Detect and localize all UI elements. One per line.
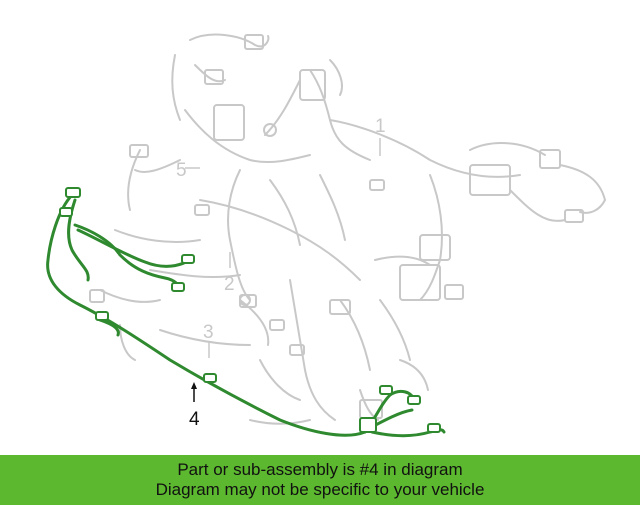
callout-1: 1 <box>375 116 386 137</box>
callout-3: 3 <box>203 322 214 343</box>
info-banner: Part or sub-assembly is #4 in diagram Di… <box>0 455 640 505</box>
highlighted-connectors[interactable] <box>59 187 441 433</box>
banner-line-part-number: Part or sub-assembly is #4 in diagram <box>177 460 463 479</box>
wiring-harness-diagram: 1 2 3 5 4 <box>46 33 606 438</box>
callouts: 1 2 3 5 4 <box>176 116 386 430</box>
background-components <box>89 34 584 419</box>
callout-4: 4 <box>189 409 200 430</box>
banner-line-disclaimer: Diagram may not be specific to your vehi… <box>155 480 485 499</box>
callout-2: 2 <box>224 274 235 295</box>
background-harness <box>99 33 606 425</box>
callout-5: 5 <box>176 160 187 181</box>
